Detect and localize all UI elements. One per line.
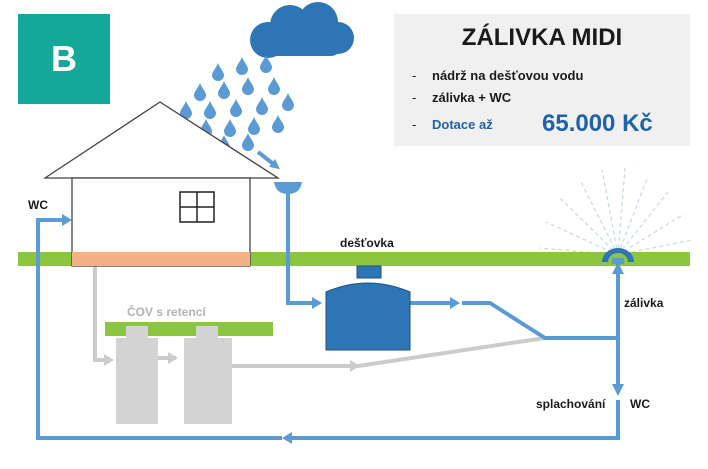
raindrop-icon [218,81,230,99]
arrow-into-tank [312,297,322,309]
raindrop-icon [272,115,284,133]
raindrop-icon [236,57,248,75]
bullet-dash: - [412,68,417,83]
house-icon [42,101,281,267]
treatment-plant [105,322,273,424]
feature-item: -nádrž na dešťovou vodu [412,68,583,83]
subsidy-item: -Dotace až [412,117,493,132]
label-flushing: splachování [536,397,606,411]
house-window [179,191,215,223]
bullet-dash: - [412,117,417,132]
arrow-return-left [282,432,292,444]
arrow-to-flushing [612,384,624,396]
subsidy-label: Dotace až [432,117,493,132]
sprinkler-spray [539,167,693,256]
bullet-dash: - [412,90,417,105]
roof-runoff-arrow [256,150,280,170]
arrow-out-of-tank [450,297,460,309]
raindrop-icon [268,77,280,95]
feature-item: -zálivka + WC [412,90,511,105]
sprinkler-icon [602,248,634,264]
rainwater-pipes [36,194,620,440]
variant-letter: B [51,38,77,79]
label-treatment-plant: ČOV s retencí [127,305,206,319]
label-wc-house: WC [28,198,48,212]
raindrop-icon [242,77,254,95]
wastewater-arrows [104,352,360,372]
product-title: ZÁLIVKA MIDI [461,24,623,51]
arrow-to-wc [62,214,72,226]
label-wc-branch: WC [630,397,650,411]
label-irrigation: zálivka [624,296,664,310]
label-rain-tank: dešťovka [340,236,394,250]
subsidy-amount: 65.000 Kč [542,110,653,137]
house-roof [42,101,281,179]
variant-badge: B [18,14,110,104]
house-foundation [72,252,250,266]
raindrop-icon [180,101,192,119]
info-panel: ZÁLIVKA MIDI -nádrž na dešťovou vodu -zá… [394,14,690,146]
raindrop-icon [212,63,224,81]
rainwater-tank [325,265,411,351]
arrow-to-irrigation [612,262,624,274]
rainwater-arrows [62,214,624,444]
feature-text: nádrž na dešťovou vodu [432,68,584,83]
raindrop-icon [260,55,272,73]
gutter-funnel [274,182,302,194]
raindrop-icon [248,117,260,135]
raindrop-icon [204,101,216,119]
raindrop-icon [282,93,294,111]
feature-text: zálivka + WC [432,90,512,105]
raindrop-icon [230,99,242,117]
raindrop-icon [242,133,254,151]
raindrop-icon [194,83,206,101]
raindrop-icon [224,119,236,137]
rain-cloud-icon [250,2,354,58]
raindrop-icon [256,97,268,115]
